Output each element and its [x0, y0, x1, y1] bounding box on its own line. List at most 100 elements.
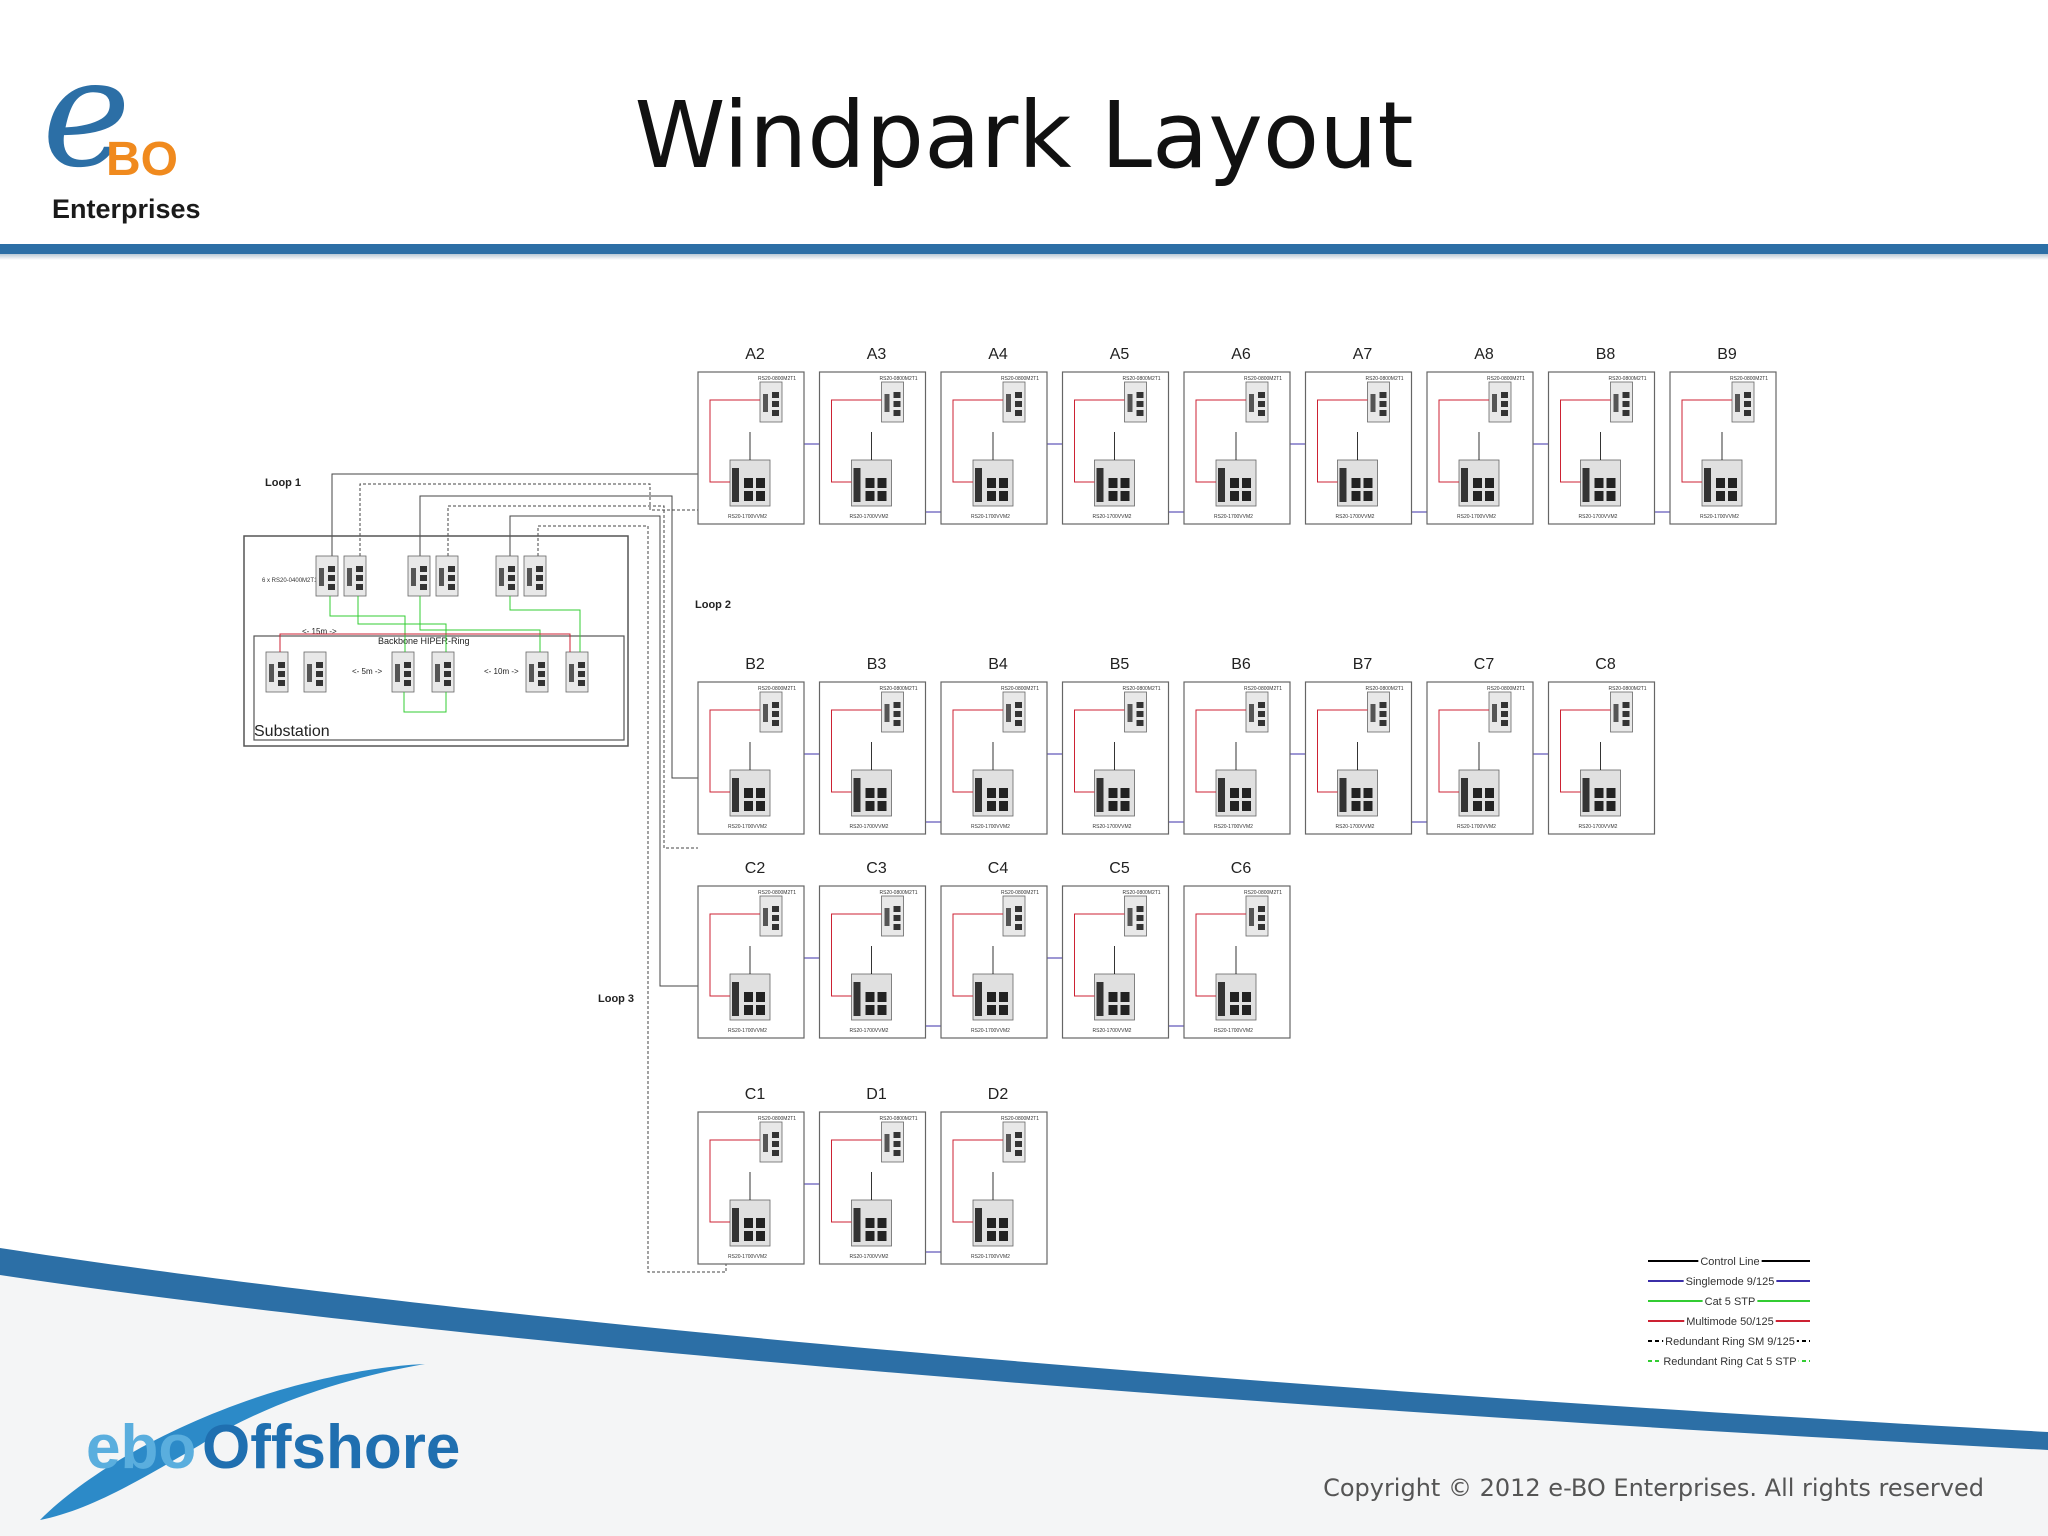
- loop-backbone-line: [447, 505, 698, 849]
- multimode-link: [952, 709, 1003, 793]
- top-switch-port: [1015, 410, 1022, 416]
- top-switch-led: [1127, 704, 1133, 722]
- top-switch-port: [1622, 401, 1630, 407]
- top-switch-port: [1258, 924, 1265, 930]
- substation-ring-switch-port: [316, 680, 323, 686]
- substation-ring-switch-led: [569, 664, 574, 682]
- bottom-switch-port: [744, 992, 753, 1002]
- legend-label-bg: [1661, 1354, 1799, 1367]
- turbine-label: C6: [1231, 860, 1252, 877]
- bottom-switch-port: [865, 1231, 875, 1241]
- bottom-switch-label: RS20-1700VVM2: [971, 1254, 1010, 1260]
- bottom-switch-psu: [732, 778, 739, 812]
- legend-label-bg: [1663, 1334, 1797, 1347]
- bottom-switch-port: [744, 801, 753, 811]
- top-switch-port: [772, 401, 779, 407]
- bottom-switch-label: RS20-1700VVM2: [850, 824, 889, 830]
- top-switch-port: [1015, 392, 1022, 398]
- top-switch-port: [1744, 410, 1751, 416]
- top-switch-port: [1015, 1150, 1022, 1156]
- bottom-switch-label: RS20-1700VVM2: [1700, 514, 1739, 520]
- bottom-switch-psu: [853, 468, 861, 502]
- bottom-switch-port: [1363, 801, 1373, 811]
- ebo-offshore-logo: ebo Offshore: [40, 1364, 460, 1520]
- bottom-switch-psu: [732, 1208, 739, 1242]
- substation-ring-switch-port: [444, 680, 451, 686]
- multimode-link: [1074, 709, 1125, 793]
- bottom-switch-port: [987, 478, 996, 488]
- bottom-switch-port: [1594, 478, 1604, 488]
- top-switch-label: RS20-0800M2T1: [1366, 686, 1404, 692]
- turbine-label: C8: [1595, 656, 1616, 673]
- loop-backbone-line: [331, 470, 731, 556]
- distance-10m: <- 10m ->: [484, 667, 519, 676]
- turbine-label: C3: [866, 860, 887, 877]
- bottom-switch-port: [1473, 478, 1482, 488]
- logo-offshore-text: Offshore: [202, 1413, 460, 1482]
- substation-cat5-link: [403, 692, 447, 713]
- top-switch-port: [1015, 702, 1022, 708]
- distance-15m: <- 15m ->: [302, 627, 337, 636]
- bottom-switch-psu: [1704, 468, 1711, 502]
- backbone-ring-link: [279, 633, 571, 652]
- top-switch-label: RS20-0800M2T1: [758, 890, 796, 896]
- logo-bo-text: BO: [106, 133, 178, 186]
- top-switch-led: [1735, 394, 1740, 412]
- substation-ring-switch-port: [444, 671, 451, 677]
- turbine-label: A6: [1231, 346, 1251, 363]
- top-switch-port: [893, 392, 901, 398]
- legend-label: Redundant Ring SM 9/125: [1665, 1336, 1795, 1348]
- turbine-label: B6: [1231, 656, 1251, 673]
- top-switch-label: RS20-0800M2T1: [880, 1116, 918, 1122]
- top-switch-label: RS20-0800M2T1: [1366, 376, 1404, 382]
- turbine-label: A8: [1474, 346, 1494, 363]
- multimode-link: [1438, 709, 1489, 793]
- substation-inner-frame: [253, 635, 625, 741]
- substation-switches: [265, 555, 589, 713]
- bottom-switch-port: [1728, 478, 1737, 488]
- substation-ring-switch-port: [316, 662, 323, 668]
- substation-top-switch-port: [508, 584, 515, 590]
- multimode-link: [831, 1139, 882, 1223]
- page-title: Windpark Layout: [634, 82, 1414, 189]
- bottom-switch-label: RS20-1700VVM2: [1457, 824, 1496, 830]
- top-switch-label: RS20-0800M2T1: [880, 686, 918, 692]
- bottom-switch-port: [865, 992, 875, 1002]
- bottom-switch-psu: [853, 778, 861, 812]
- top-switch-led: [1613, 704, 1619, 722]
- turbine-grid: A2RS20-0800M2T1RS20-1700VVM2A3RS20-0800M…: [697, 346, 1777, 1265]
- top-switch-port: [1136, 401, 1144, 407]
- header-divider: [0, 244, 2048, 254]
- top-switch-port: [1015, 915, 1022, 921]
- top-switch-port: [772, 410, 779, 416]
- top-switch-port: [893, 906, 901, 912]
- top-switch-port: [1015, 906, 1022, 912]
- bottom-switch-label: RS20-1700VVM2: [971, 1028, 1010, 1034]
- bottom-switch-psu: [1218, 778, 1225, 812]
- bottom-switch-port: [877, 1218, 887, 1228]
- multimode-link: [1681, 399, 1732, 483]
- logo-e-letter: e: [42, 30, 131, 201]
- bottom-switch-psu: [1339, 778, 1347, 812]
- substation-ring-switch-port: [444, 662, 451, 668]
- bottom-switch-port: [1594, 491, 1604, 501]
- bottom-switch-port: [1108, 491, 1118, 501]
- bottom-switch-port: [1242, 801, 1251, 811]
- bottom-switch-port: [865, 788, 875, 798]
- bottom-switch-port: [756, 1231, 765, 1241]
- substation-top-switch-port: [356, 566, 363, 572]
- top-switch-label: RS20-0800M2T1: [1123, 890, 1161, 896]
- top-switch-port: [1501, 702, 1508, 708]
- bottom-switch-port: [1242, 1005, 1251, 1015]
- loop-1-label: Loop 1: [265, 477, 301, 489]
- substation-top-switch-port: [356, 584, 363, 590]
- top-switch-port: [893, 702, 901, 708]
- bottom-switch-psu: [975, 1208, 982, 1242]
- loop-3-label: Loop 3: [598, 993, 634, 1005]
